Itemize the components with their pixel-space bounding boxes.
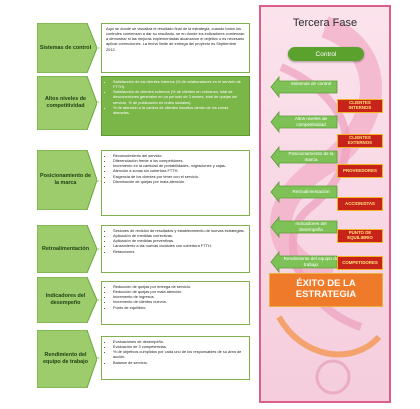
box-bullet: Incremento de clientes nuevos. [113, 299, 245, 304]
chevron-shape [37, 277, 97, 323]
tag-proveedores: PROVEEDORES [337, 164, 383, 178]
step-posicionamiento: Posicionamiento de la marca [37, 150, 97, 210]
curved-band [270, 16, 382, 288]
box-rendimiento: Evaluaciones de desempeño. Evaluación de… [101, 336, 250, 380]
panel-title: Tercera Fase [292, 17, 358, 29]
box-bullet: Punto de equilibrio. [113, 305, 245, 310]
step-indicadores: Indicadores del desempeño [37, 277, 97, 323]
step-sistemas-de-control: Sistemas de control [37, 23, 97, 73]
arrow-label: Sistemas de control [290, 81, 332, 86]
arrow-shape [270, 145, 338, 169]
box-bullet: Aplicación de medidas preventivas. [113, 238, 245, 243]
tag-clientes-internos: CLIENTES INTERNOS [337, 99, 383, 113]
ring-decoration [315, 359, 351, 395]
arrow-label: Retroalimentación [292, 189, 330, 194]
tag-competidores: COMPETIDORES [337, 256, 383, 270]
step-retroalimentacion: Retroalimentación [37, 225, 97, 273]
box-bullet: % de atención a la cartera de clientes i… [113, 105, 245, 115]
step-label: Indicadores del desempeño [45, 293, 86, 306]
box-bullet: Atención a zonas sin cobertura FTTH. [113, 168, 245, 173]
box-indicadores: Reducción de quejas por entrega de servi… [101, 281, 250, 325]
step-label: Sistemas de control [39, 44, 92, 51]
exito-estrategia-box: ÉXITO DE LA ESTRATEGIA [269, 273, 383, 307]
step-label: Retroalimentación [41, 245, 90, 252]
chevron-shape [37, 150, 97, 210]
chevron-shape [37, 76, 97, 130]
box-bullet: Aplicación de medidas correctivas. [113, 233, 245, 238]
control-pill: Control [288, 47, 364, 61]
step-rendimiento: Rendimiento del equipo de trabajo [37, 330, 97, 388]
chevron-shape [37, 23, 97, 73]
box-paragraph: Aquí se donde se visualiza el resultado … [106, 26, 245, 52]
arrow-shape [270, 215, 338, 239]
box-bullet: Reconocimiento del servicio. [113, 153, 245, 158]
tag-punto-equilibrio: PUNTO DE EQUILIBRIO [337, 229, 383, 243]
tag-accionistas: ACCIONISTAS [337, 197, 383, 211]
step-label: Altos niveles de competitividad [44, 96, 87, 109]
box-bullet: Refacciones [113, 249, 245, 254]
arrow-label: Altos niveles de competitividad [294, 116, 328, 127]
box-bullet: Evaluaciones de desempeño. [113, 339, 245, 344]
box-bullet: % de objetivos cumplidos por cada uno de… [113, 349, 245, 359]
box-bullet: Lanzamiento a las nuevas ciudades con co… [113, 243, 245, 248]
step-altos-niveles: Altos niveles de competitividad [37, 76, 97, 130]
box-bullet: Satisfacción de los clientes internos (%… [113, 79, 245, 89]
arrow-label: Indicadores del desempeño [295, 221, 327, 232]
box-bullet: Satisfacción de clientes externos (% de … [113, 89, 245, 104]
box-bullet: Reducción de quejas por entrega de servi… [113, 284, 245, 289]
box-bullet: Sesiones de revisión de resultados y est… [113, 228, 245, 233]
step-label: Rendimiento del equipo de trabajo [43, 352, 88, 365]
box-posicionamiento: Reconocimiento del servicio. Diferenciac… [101, 150, 250, 216]
box-bullet: Incremento de ingresos. [113, 294, 245, 299]
box-retroalimentacion: Sesiones de revisión de resultados y est… [101, 225, 250, 273]
swoosh [276, 315, 382, 358]
box-bullet: Evaluación de 3 competencias. [113, 344, 245, 349]
arrow-label: Rendimiento del equipo de trabajo [283, 256, 339, 267]
box-bullet: Incremento en la cantidad de portabilida… [113, 163, 245, 168]
box-bullet: Disminución de quejas por mala atención. [113, 179, 245, 184]
arrow-shape [270, 110, 338, 134]
box-sistemas-de-control: Aquí se donde se visualiza el resultado … [101, 23, 250, 73]
chevron-shape [37, 225, 97, 273]
arrow-shape [270, 75, 338, 99]
arrow-shape [270, 180, 338, 204]
step-label: Posicionamiento de la marca [40, 173, 91, 186]
box-bullet: Exigencia de los clientes por tener con … [113, 174, 245, 179]
box-bullet: Diferenciación frente a los competidores… [113, 158, 245, 163]
chevron-shape [37, 330, 97, 388]
tag-clientes-externos: CLIENTES EXTERNOS [337, 134, 383, 148]
box-bullet: Reducción de quejas por mala atención. [113, 289, 245, 294]
arrow-label: Posicionamiento de la marca [288, 151, 334, 162]
tercera-fase-panel: Tercera Fase Control Sistemas de control… [259, 5, 391, 403]
box-bullet: Balance de servicio. [113, 360, 245, 365]
box-altos-niveles: Satisfacción de los clientes internos (%… [101, 76, 250, 136]
